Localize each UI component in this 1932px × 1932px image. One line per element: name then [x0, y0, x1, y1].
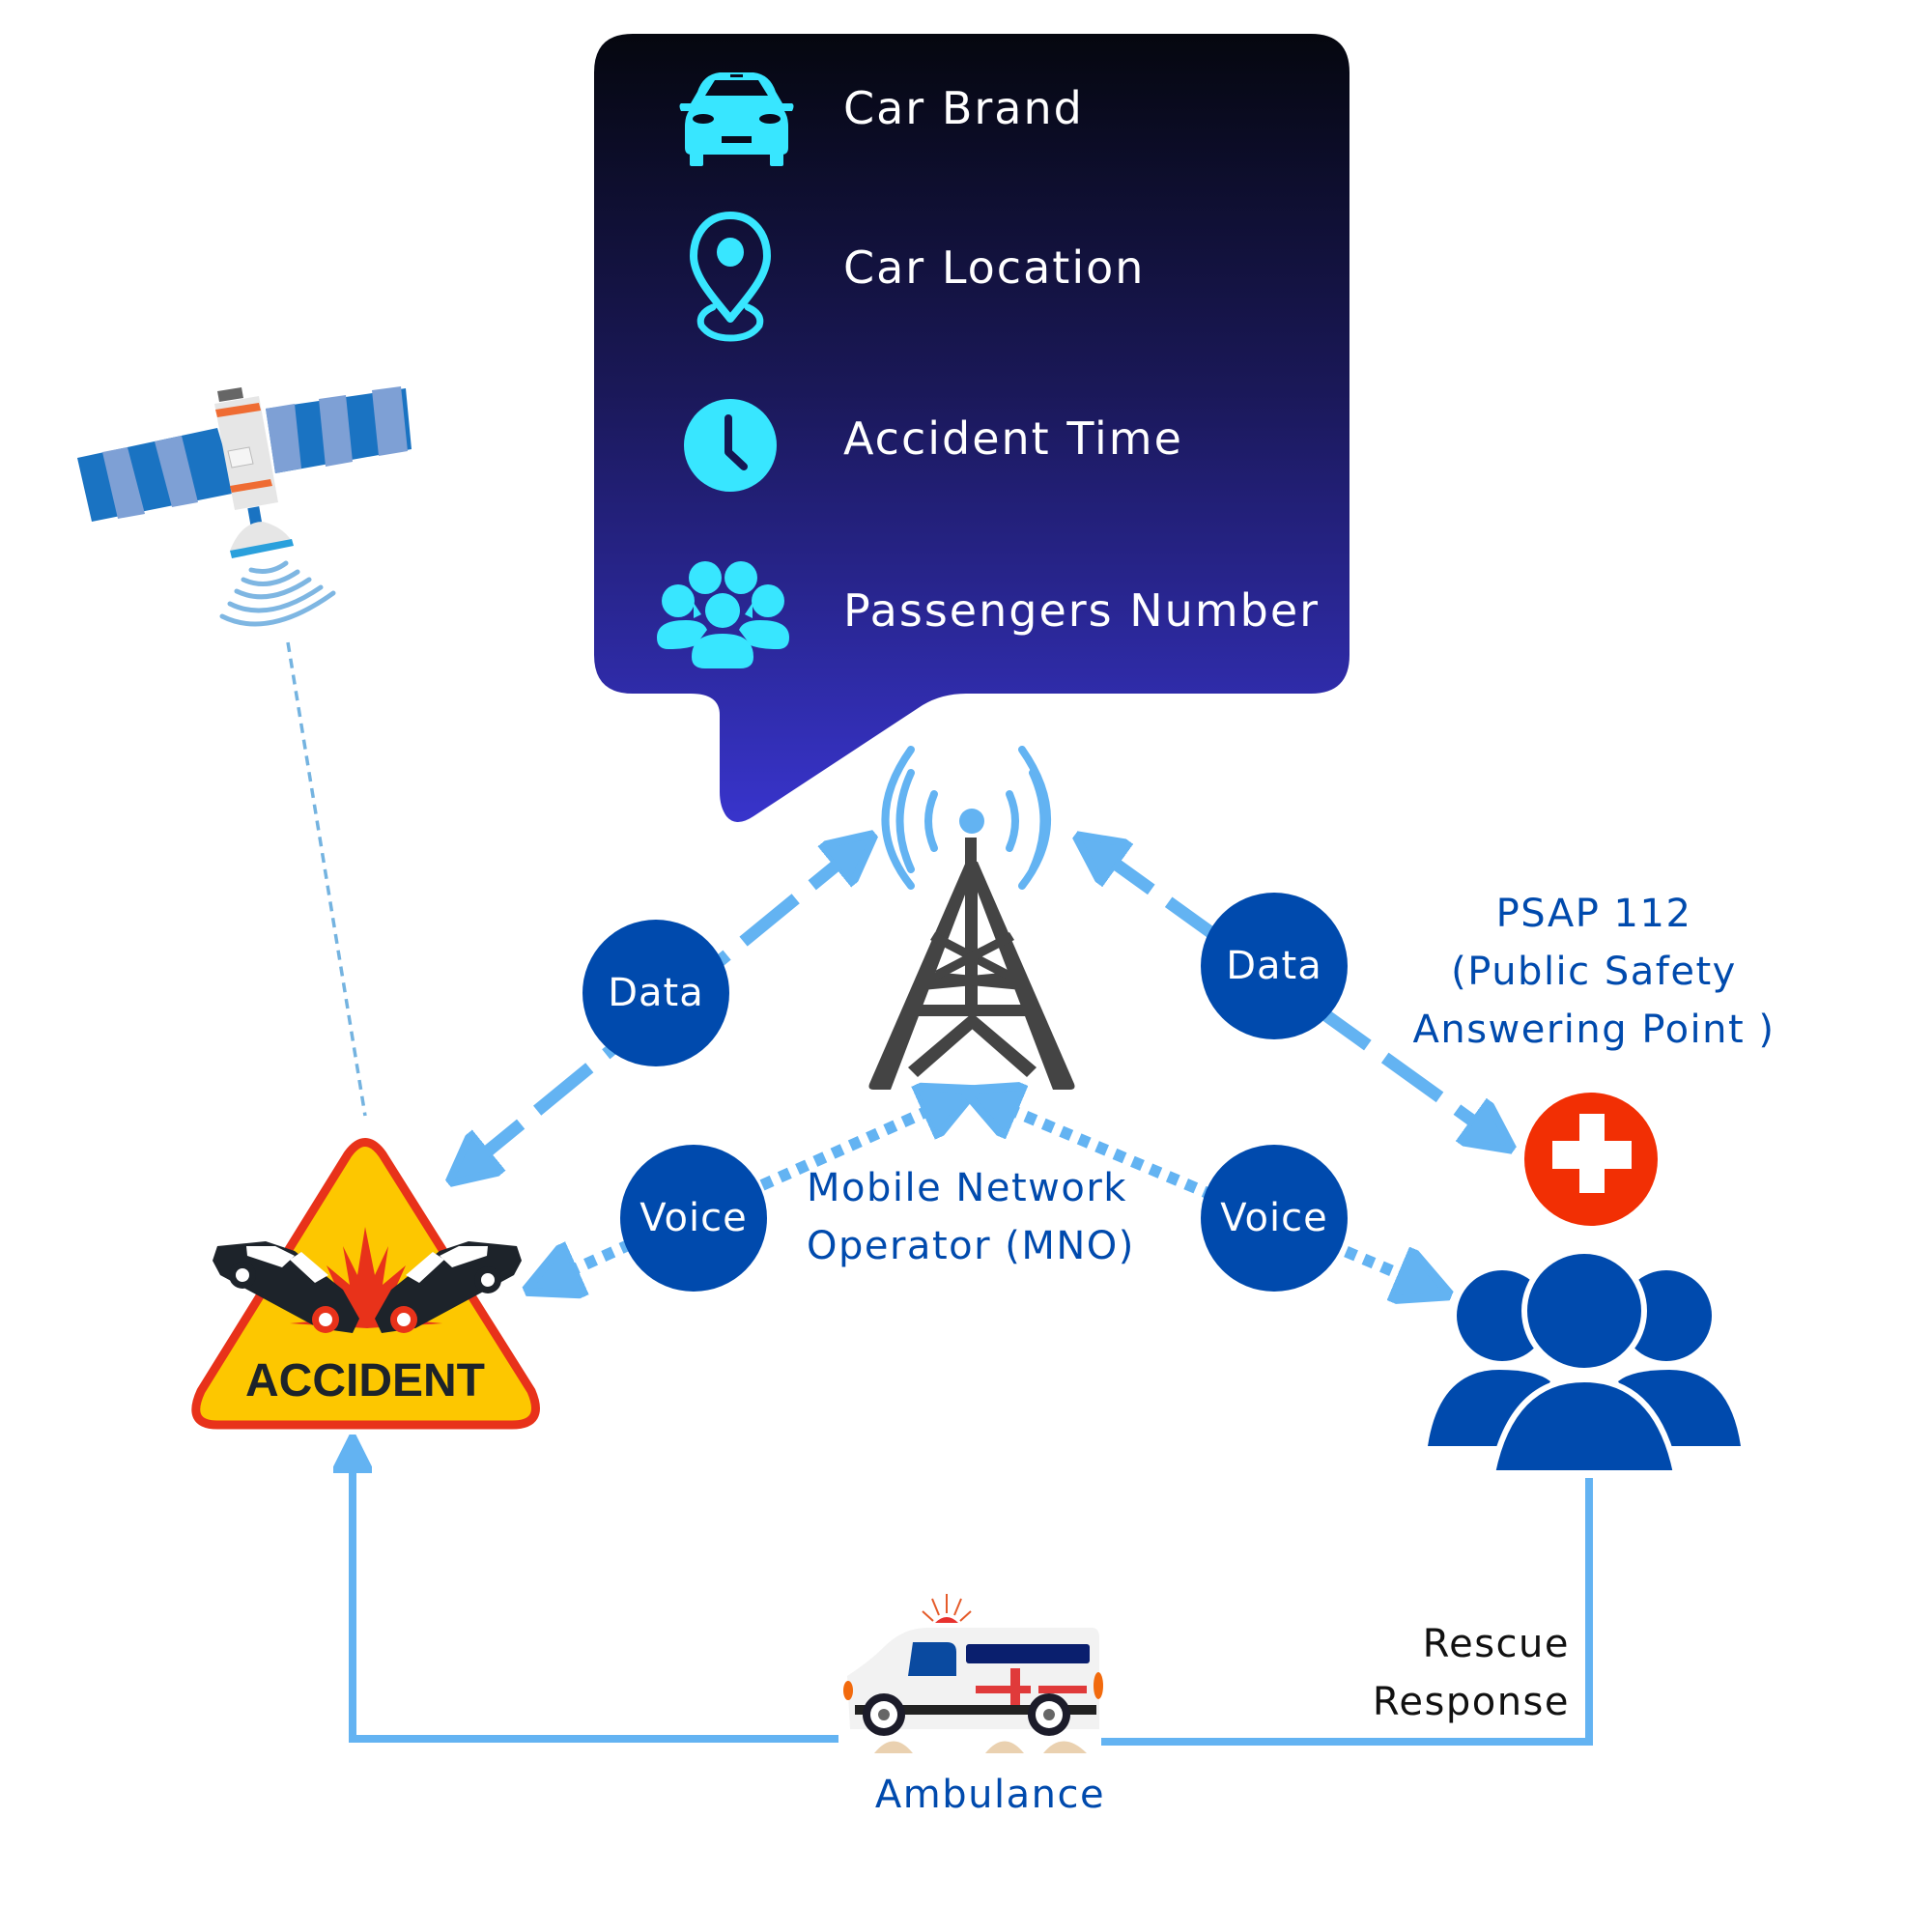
- crashed-car-left-icon: [213, 1241, 359, 1333]
- accident-sign: ACCIDENT: [191, 1138, 540, 1430]
- psap-label-line3: Answering Point ): [1412, 1008, 1776, 1052]
- info-item-car-brand: Car Brand: [843, 82, 1084, 134]
- data-node-right: Data: [1201, 893, 1348, 1039]
- location-pin-icon: [690, 212, 771, 342]
- mno-label-line1: Mobile Network: [807, 1166, 1127, 1210]
- gps-link-line: [286, 641, 367, 1117]
- rescue-response-line1: Rescue: [1422, 1622, 1570, 1666]
- cell-tower-icon: [868, 746, 1075, 1090]
- rescue-path: [353, 1454, 1593, 1746]
- mno-label: Mobile Network Operator (MNO): [807, 1159, 1135, 1275]
- info-item-passengers-number: Passengers Number: [843, 584, 1321, 637]
- passengers-icon: [657, 561, 789, 668]
- voice-node-right: Voice: [1201, 1145, 1348, 1292]
- voice-node-right-label: Voice: [1220, 1196, 1328, 1240]
- ambulance-label: Ambulance: [874, 1773, 1106, 1817]
- rescue-response-label: Rescue Response: [1275, 1615, 1570, 1731]
- psap-label-line2: (Public Safety: [1451, 950, 1737, 994]
- info-panel: [594, 34, 1350, 822]
- crashed-car-right-icon: [375, 1241, 522, 1333]
- data-node-left: Data: [582, 920, 729, 1066]
- ambulance-icon: [843, 1594, 1103, 1753]
- satellite-icon: [77, 386, 412, 627]
- mno-label-line2: Operator (MNO): [807, 1224, 1135, 1268]
- voice-node-left-label: Voice: [639, 1196, 748, 1240]
- data-link-left: [469, 850, 855, 1167]
- medical-cross-icon: [1524, 1093, 1658, 1226]
- accident-sign-text: ACCIDENT: [245, 1355, 485, 1406]
- info-panel-bubble: [594, 34, 1350, 822]
- rescue-response-line2: Response: [1372, 1680, 1570, 1724]
- info-item-accident-time: Accident Time: [843, 412, 1183, 465]
- car-icon: [679, 72, 794, 166]
- data-node-left-label: Data: [608, 971, 704, 1015]
- clock-icon: [684, 399, 777, 492]
- data-node-right-label: Data: [1226, 944, 1322, 988]
- psap-label: PSAP 112 (Public Safety Answering Point …: [1391, 885, 1797, 1059]
- info-item-car-location: Car Location: [843, 242, 1146, 294]
- psap-label-line1: PSAP 112: [1495, 892, 1692, 936]
- voice-node-left: Voice: [620, 1145, 767, 1292]
- psap-operators-icon: [1428, 1248, 1741, 1476]
